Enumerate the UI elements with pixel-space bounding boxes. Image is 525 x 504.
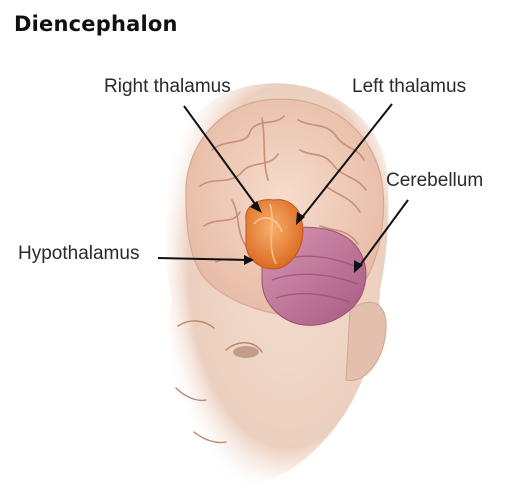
label-hypothalamus: Hypothalamus xyxy=(18,243,139,265)
diagram-title: Diencephalon xyxy=(14,12,178,36)
bottom-fade xyxy=(150,380,410,504)
ear xyxy=(346,302,386,380)
label-cerebellum: Cerebellum xyxy=(386,170,483,192)
eye xyxy=(233,346,259,358)
label-right-thalamus: Right thalamus xyxy=(104,76,231,98)
label-left-thalamus: Left thalamus xyxy=(352,76,466,98)
